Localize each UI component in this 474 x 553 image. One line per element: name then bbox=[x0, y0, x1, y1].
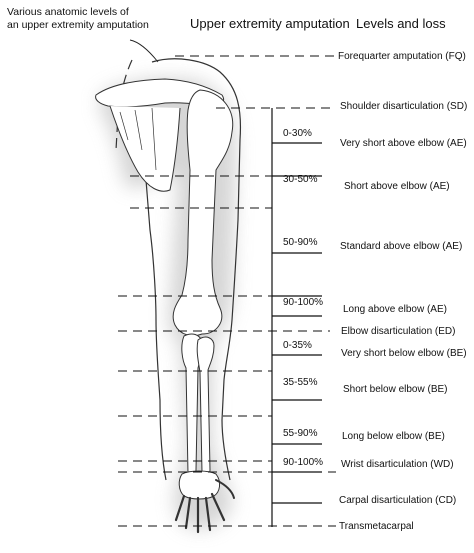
level-label-carpal-disarticulation: Carpal disarticulation (CD) bbox=[339, 495, 457, 506]
caption-pointer-line bbox=[129, 39, 159, 63]
hand-bones bbox=[174, 470, 235, 534]
forearm-bones bbox=[181, 333, 215, 477]
range-label-very-short-be: 0-35% bbox=[283, 340, 312, 351]
range-label-long-ae: 90-100% bbox=[283, 297, 324, 308]
caption-line-2: an upper extremity amputation bbox=[7, 19, 149, 31]
header-upper-extremity-amputation: Upper extremity amputation bbox=[190, 16, 350, 31]
level-label-wrist-disarticulation: Wrist disarticulation (WD) bbox=[341, 459, 454, 470]
header-levels-and-loss: Levels and loss bbox=[356, 16, 446, 31]
level-label-long-below-elbow: Long below elbow (BE) bbox=[342, 431, 445, 442]
level-label-very-short-below-elbow: Very short below elbow (BE) bbox=[341, 348, 467, 359]
range-label-very-short-ae: 0-30% bbox=[283, 128, 312, 139]
level-label-transmetacarpal: Transmetacarpal bbox=[339, 521, 414, 532]
range-label-short-ae: 30-50% bbox=[283, 174, 318, 185]
level-label-forequarter: Forequarter amputation (FQ) bbox=[338, 51, 466, 62]
range-label-wrist: 90-100% bbox=[283, 457, 324, 468]
level-label-elbow-disarticulation: Elbow disarticulation (ED) bbox=[341, 326, 456, 337]
level-label-short-above-elbow: Short above elbow (AE) bbox=[344, 181, 450, 192]
level-label-short-below-elbow: Short below elbow (BE) bbox=[343, 384, 448, 395]
range-label-standard-ae: 50-90% bbox=[283, 237, 318, 248]
solid-tick-lines bbox=[272, 142, 322, 504]
range-label-long-be: 55-90% bbox=[283, 428, 318, 439]
caption-line-1: Various anatomic levels of bbox=[7, 6, 129, 18]
level-label-very-short-above-elbow: Very short above elbow (AE) bbox=[340, 138, 467, 149]
figure-caption: Various anatomic levels of an upper extr… bbox=[7, 6, 149, 32]
level-label-standard-above-elbow: Standard above elbow (AE) bbox=[340, 241, 463, 252]
range-label-short-be: 35-55% bbox=[283, 377, 318, 388]
level-label-shoulder-disarticulation: Shoulder disarticulation (SD) bbox=[340, 101, 468, 112]
level-label-long-above-elbow: Long above elbow (AE) bbox=[343, 304, 447, 315]
